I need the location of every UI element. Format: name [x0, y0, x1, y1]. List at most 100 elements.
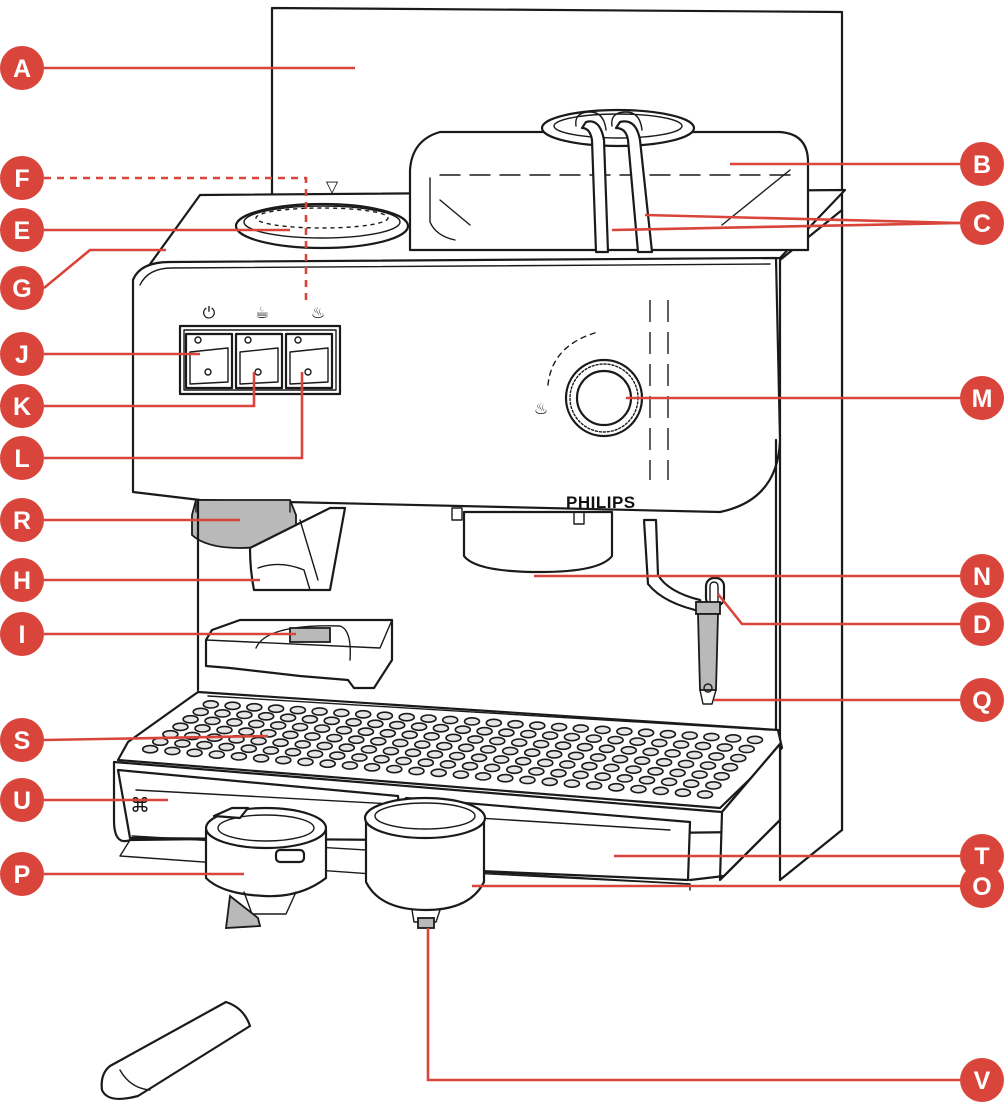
- tray-hole: [214, 709, 231, 718]
- tray-hole: [313, 724, 331, 733]
- svg-text:L: L: [14, 445, 29, 473]
- water-tubes: [575, 111, 654, 254]
- tray-hole: [474, 772, 492, 781]
- tray-hole: [448, 751, 466, 761]
- tray-hole: [301, 714, 319, 724]
- svg-text:B: B: [973, 151, 991, 179]
- tray-hole: [192, 707, 209, 717]
- callout-line-D: [716, 593, 960, 626]
- tray-hole: [404, 748, 422, 758]
- tray-hole: [638, 775, 656, 785]
- tray-hole: [274, 755, 292, 765]
- tray-hole: [594, 772, 612, 782]
- callout-J: J: [0, 332, 44, 376]
- tray-hole: [681, 731, 699, 740]
- tray-hole: [267, 704, 285, 714]
- tray-hole: [507, 719, 524, 729]
- tray-hole: [611, 754, 629, 764]
- tray-hole: [585, 734, 603, 743]
- tray-hole: [164, 746, 181, 756]
- tray-hole: [572, 770, 589, 780]
- svg-text:D: D: [973, 611, 991, 639]
- tray-hole: [174, 739, 191, 748]
- tray-hole: [194, 724, 211, 733]
- tray-hole: [550, 768, 567, 778]
- tray-hole: [347, 735, 365, 745]
- callout-R: R: [0, 498, 44, 542]
- tray-hole: [603, 763, 620, 773]
- tray-hole: [367, 719, 384, 729]
- tray-hole: [563, 779, 581, 788]
- tray-hole: [252, 753, 270, 763]
- tray-hole: [335, 725, 353, 735]
- tray-hole: [721, 762, 739, 772]
- tray-hole: [328, 751, 346, 761]
- steam-switch[interactable]: [284, 332, 334, 390]
- callout-O: O: [960, 864, 1004, 908]
- tray-hole: [360, 745, 378, 754]
- svg-text:P: P: [14, 861, 31, 889]
- tray-hole: [488, 736, 506, 746]
- coffee-holder-insert[interactable]: [204, 618, 394, 690]
- svg-text:I: I: [19, 621, 26, 649]
- tray-hole: [705, 781, 722, 790]
- coffee-switch[interactable]: [234, 332, 284, 390]
- svg-text:T: T: [974, 843, 989, 871]
- tray-hole: [182, 714, 199, 724]
- tray-hole: [630, 784, 647, 794]
- tray-hole: [652, 786, 670, 796]
- tray-hole: [279, 713, 297, 723]
- svg-text:A: A: [13, 55, 31, 83]
- callout-M: M: [960, 376, 1004, 420]
- tray-hole: [669, 768, 686, 778]
- tray-hole: [589, 753, 607, 762]
- tray-hole: [216, 725, 233, 735]
- callout-B: B: [960, 142, 1004, 186]
- tray-hole: [672, 740, 690, 749]
- tray-hole: [395, 756, 412, 766]
- steam-knob-symbol-icon: ♨: [534, 399, 548, 418]
- tray-hole: [682, 779, 700, 789]
- tray-hole: [311, 707, 328, 716]
- callout-F: F: [0, 156, 44, 200]
- tray-hole: [659, 729, 677, 739]
- tray-hole: [284, 747, 302, 757]
- tray-hole: [323, 716, 341, 726]
- callout-lines: [43, 66, 961, 1082]
- tray-hole: [470, 753, 488, 763]
- tray-hole: [230, 752, 248, 761]
- tray-hole: [452, 770, 470, 779]
- tray-hole: [545, 749, 563, 759]
- callout-P: P: [0, 852, 44, 896]
- coffee-cup-icon: ☕: [255, 303, 269, 322]
- tray-hole: [373, 754, 390, 764]
- power-switch[interactable]: [184, 332, 234, 390]
- tray-hole: [457, 743, 475, 753]
- steam-knob[interactable]: ♨: [534, 331, 644, 438]
- tray-hole: [629, 737, 646, 746]
- tray-hole: [485, 718, 503, 728]
- tray-hole: [420, 714, 437, 723]
- callout-line-L: [44, 372, 304, 460]
- tray-hole: [607, 735, 624, 745]
- tray-hole: [226, 718, 243, 727]
- tray-hole: [616, 774, 634, 783]
- tray-hole: [250, 736, 267, 746]
- tray-hole: [664, 749, 681, 758]
- svg-text:K: K: [13, 393, 31, 421]
- svg-text:G: G: [12, 275, 31, 303]
- tray-hole: [388, 720, 406, 730]
- tray-hole: [306, 749, 324, 759]
- callout-V: V: [960, 1058, 1004, 1102]
- tray-hole: [650, 738, 668, 748]
- water-tank: [408, 108, 810, 254]
- callout-C: C: [960, 201, 1004, 245]
- tray-hole: [536, 758, 554, 768]
- switch-panel: ⏻ ☕ ♨: [178, 303, 342, 396]
- tray-hole: [461, 761, 479, 771]
- tray-hole: [333, 708, 350, 718]
- tray-hole: [532, 739, 550, 749]
- tray-hole: [498, 728, 515, 738]
- drawer-logo-left: ⌘: [130, 793, 150, 817]
- tray-hole: [492, 755, 510, 764]
